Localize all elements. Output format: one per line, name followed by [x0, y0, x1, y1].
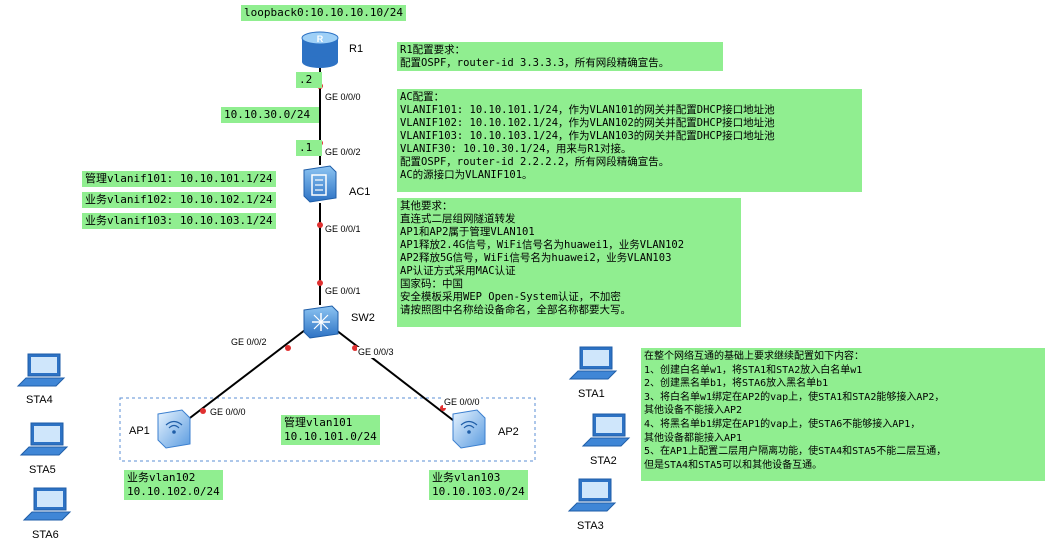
other-req-line: AP2释放5G信号，WiFi信号名为huawei2，业务VLAN103 — [400, 252, 672, 264]
other-req-line: 直连式二层组网隧道转发 — [400, 213, 516, 225]
other-requirements-box: 其他要求： 直连式二层组网隧道转发 AP1和AP2属于管理VLAN101 AP1… — [397, 198, 741, 327]
extra-requirements-box: 在整个网络互通的基础上要求继续配置如下内容： 1、创建白名单w1，将STA1和S… — [641, 348, 1045, 481]
r1-requirements-box: R1配置要求： 配置OSPF，router-id 3.3.3.3，所有网段精确宣… — [397, 42, 723, 71]
extra-req-line: 2、创建黑名单b1，将STA6放入黑名单b1 — [644, 378, 829, 390]
svc-vlan103-title: 业务vlan103 — [432, 471, 501, 484]
r1-req-line: R1配置要求： — [400, 44, 466, 56]
laptop-icon[interactable] — [567, 478, 617, 512]
mgmt-vlan-title: 管理vlan101 — [284, 416, 353, 429]
port-label-sw2-ge001: GE 0/0/1 — [324, 286, 362, 297]
laptop-icon[interactable] — [16, 353, 66, 387]
vlan-area-box — [119, 397, 536, 462]
r1-ip-label: .2 — [296, 72, 322, 88]
port-dot-sw2-left — [285, 345, 291, 351]
port-label-sw2-ge002: GE 0/0/2 — [230, 337, 268, 348]
ac-req-line: 配置OSPF，router-id 2.2.2.2，所有网段精确宣告。 — [400, 156, 670, 168]
svc-vlan102-net: 10.10.102.0/24 — [127, 485, 220, 498]
other-req-line: 国家码：中国 — [400, 278, 463, 290]
port-label-ac1-ge002: GE 0/0/2 — [324, 147, 362, 158]
r1-req-line: 配置OSPF，router-id 3.3.3.3，所有网段精确宣告。 — [400, 57, 670, 69]
extra-req-line: 3、将白名单w1绑定在AP2的vap上，使STA1和STA2能够接入AP2， — [644, 391, 945, 403]
router-icon[interactable]: R — [301, 31, 339, 68]
device-label-sw2: SW2 — [351, 312, 375, 324]
other-req-line: 安全模板采用WEP Open-System认证，不加密 — [400, 291, 621, 303]
svc-vlan103-label: 业务vlan103 10.10.103.0/24 — [429, 470, 528, 500]
ac-requirements-box: AC配置： VLANIF101: 10.10.101.1/24，作为VLAN10… — [397, 89, 862, 192]
device-label-ac1: AC1 — [349, 186, 371, 198]
switch-icon[interactable] — [303, 305, 339, 339]
other-req-line: AP1释放2.4G信号，WiFi信号名为huawei1，业务VLAN102 — [400, 239, 685, 251]
other-req-line: AP1和AP2属于管理VLAN101 — [400, 226, 535, 238]
extra-req-line: 其他设备都能接入AP1 — [644, 432, 743, 444]
port-dot-ap1 — [200, 408, 206, 414]
device-label-r1: R1 — [349, 43, 364, 55]
ac-req-line: VLANIF30: 10.10.30.1/24，用来与R1对接。 — [400, 143, 632, 155]
svc-vlanif102-label: 业务vlanif102: 10.10.102.1/24 — [82, 192, 276, 208]
ac-req-line: VLANIF101: 10.10.101.1/24，作为VLAN101的网关并配… — [400, 104, 775, 116]
link-sw2-ap2 — [335, 329, 459, 425]
port-dot-ac1-bottom — [317, 222, 323, 228]
mgmt-vlanif-label: 管理vlanif101: 10.10.101.1/24 — [82, 171, 276, 187]
extra-req-line: 1、创建白名单w1，将STA1和STA2放入白名单w1 — [644, 364, 863, 376]
laptop-icon[interactable] — [19, 422, 69, 456]
laptop-icon[interactable] — [22, 487, 72, 521]
port-label-ap2-ge000: GE 0/0/0 — [443, 397, 481, 408]
ac-req-line: AC配置： — [400, 91, 445, 103]
laptop-icon[interactable] — [581, 413, 631, 447]
mgmt-vlan-label: 管理vlan101 10.10.101.0/24 — [281, 415, 380, 445]
device-label-sta3: STA3 — [577, 520, 604, 532]
port-label-ap1-ge000: GE 0/0/0 — [209, 407, 247, 418]
device-label-sta5: STA5 — [29, 464, 56, 476]
extra-req-line: 5、在AP1上配置二层用户隔离功能，使STA4和STA5不能二层互通， — [644, 446, 947, 458]
port-dot-sw2-top — [317, 280, 323, 286]
mgmt-vlan-net: 10.10.101.0/24 — [284, 430, 377, 443]
loopback-label: loopback0:10.10.10.10/24 — [241, 5, 406, 21]
other-req-line: 请按照图中名称给设备命名，全部名称都要大写。 — [400, 304, 631, 316]
port-label-sw2-ge003: GE 0/0/3 — [357, 347, 395, 358]
device-label-sta4: STA4 — [26, 394, 53, 406]
access-controller-icon[interactable] — [303, 165, 337, 203]
ac-req-line: VLANIF102: 10.10.102.1/24，作为VLAN102的网关并配… — [400, 117, 775, 129]
laptop-icon[interactable] — [568, 346, 618, 380]
svc-vlan102-title: 业务vlan102 — [127, 471, 196, 484]
link-net-label: 10.10.30.0/24 — [221, 107, 319, 123]
access-point-icon[interactable] — [157, 409, 191, 449]
device-label-sta1: STA1 — [578, 388, 605, 400]
device-label-sta6: STA6 — [32, 529, 59, 541]
extra-req-line: 4、将黑名单b1绑定在AP1的vap上，使STA6不能够接入AP1， — [644, 418, 921, 430]
port-label-r1-ge000: GE 0/0/0 — [324, 92, 362, 103]
device-label-sta2: STA2 — [590, 455, 617, 467]
extra-req-line: 但是STA4和STA5可以和其他设备互通。 — [644, 459, 823, 471]
svc-vlan102-label: 业务vlan102 10.10.102.0/24 — [124, 470, 223, 500]
extra-req-line: 在整个网络互通的基础上要求继续配置如下内容： — [644, 351, 864, 362]
other-req-line: AP认证方式采用MAC认证 — [400, 265, 516, 277]
port-label-ac1-ge001: GE 0/0/1 — [324, 224, 362, 235]
svc-vlanif103-label: 业务vlanif103: 10.10.103.1/24 — [82, 213, 276, 229]
svg-text:R: R — [317, 34, 324, 44]
extra-req-line: 其他设备不能接入AP2 — [644, 405, 743, 417]
ac1-ip-label: .1 — [296, 140, 322, 156]
device-label-ap1: AP1 — [129, 425, 150, 437]
svc-vlan103-net: 10.10.103.0/24 — [432, 485, 525, 498]
device-label-ap2: AP2 — [498, 426, 519, 438]
ac-req-line: AC的源接口为VLANIF101。 — [400, 169, 533, 181]
access-point-icon[interactable] — [452, 409, 486, 449]
ac-req-line: VLANIF103: 10.10.103.1/24，作为VLAN103的网关并配… — [400, 130, 775, 142]
port-dot-sw2-right — [352, 345, 358, 351]
other-req-line: 其他要求： — [400, 200, 453, 212]
